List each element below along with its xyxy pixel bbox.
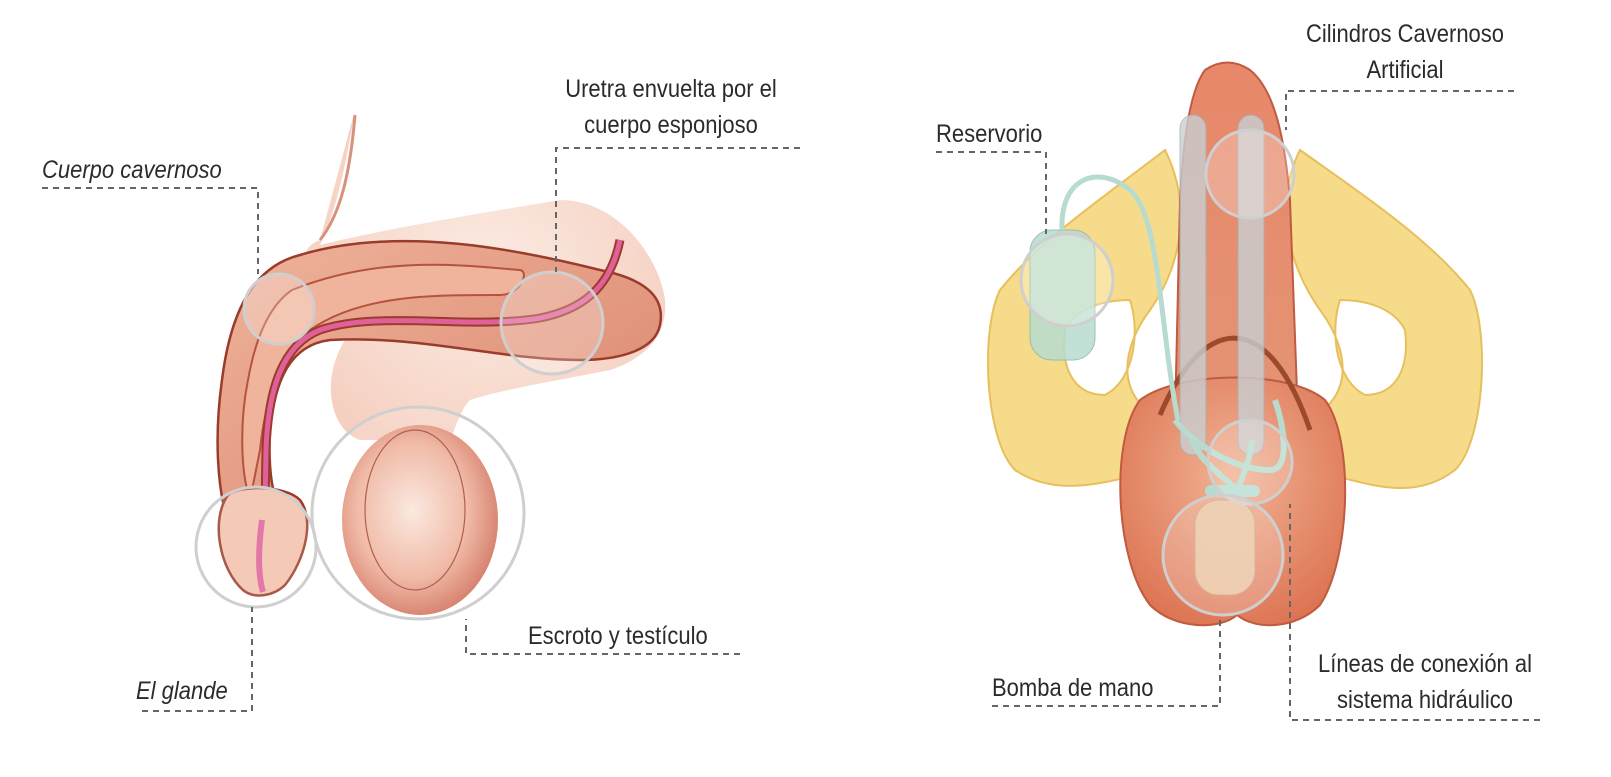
leader-escroto (465, 619, 740, 655)
label-uretra-line2: cuerpo esponjoso (584, 111, 758, 139)
urethra-core (260, 239, 623, 586)
label-lineas-line1: Líneas de conexión al (1317, 650, 1533, 678)
magnifier-lineas (1206, 418, 1294, 506)
label-uretra-line1: Uretra envuelta por el (565, 75, 777, 103)
leader-glande (142, 607, 253, 712)
body-contour (318, 114, 357, 241)
cylinder-left (1179, 114, 1207, 456)
leader-bomba (992, 615, 1221, 707)
label-escroto: Escroto y testículo (528, 622, 708, 650)
label-reservorio: Reservorio (936, 120, 1043, 148)
magnifier-glande (194, 485, 318, 609)
magnifier-uretra (499, 270, 605, 376)
label-cilindros-line2: Artificial (1366, 56, 1444, 84)
leader-uretra (555, 147, 800, 272)
magnifier-cilindros (1204, 128, 1296, 220)
label-glande: El glande (136, 677, 228, 705)
corpus-cavernosum (241, 263, 525, 504)
leader-lines (42, 90, 1540, 721)
label-bomba: Bomba de mano (992, 674, 1154, 702)
leader-cilindros (1285, 90, 1514, 130)
label-cuerpo-cavernoso: Cuerpo cavernoso (42, 156, 222, 184)
scrotum-outline (1157, 335, 1313, 431)
pelvic-bone-right (1285, 148, 1483, 490)
label-cilindros-line1: Cilindros Cavernoso (1305, 20, 1505, 48)
leader-cuerpo-cavernoso (42, 187, 259, 274)
reservoir-tube (1059, 174, 1181, 421)
left-anatomy (194, 110, 666, 621)
magnifier-reservorio (1019, 232, 1115, 328)
label-lineas: Líneas de conexión al sistema hidráulico (1306, 646, 1544, 718)
hand-pump (1194, 499, 1256, 596)
leader-reservorio (936, 151, 1047, 234)
label-lineas-line2: sistema hidráulico (1336, 686, 1514, 714)
connection-tube-3 (1172, 399, 1287, 474)
testicle-inner (364, 429, 466, 591)
magnifier-cavernoso (242, 272, 316, 346)
magnifier-escroto (310, 405, 526, 621)
right-anatomy (987, 61, 1483, 627)
label-cilindros: Cilindros Cavernoso Artificial (1295, 16, 1515, 88)
glans-urethra (256, 519, 266, 593)
label-uretra: Uretra envuelta por el cuerpo esponjoso (543, 71, 798, 143)
reservoir (1029, 229, 1096, 361)
magnifier-bomba (1161, 493, 1285, 617)
